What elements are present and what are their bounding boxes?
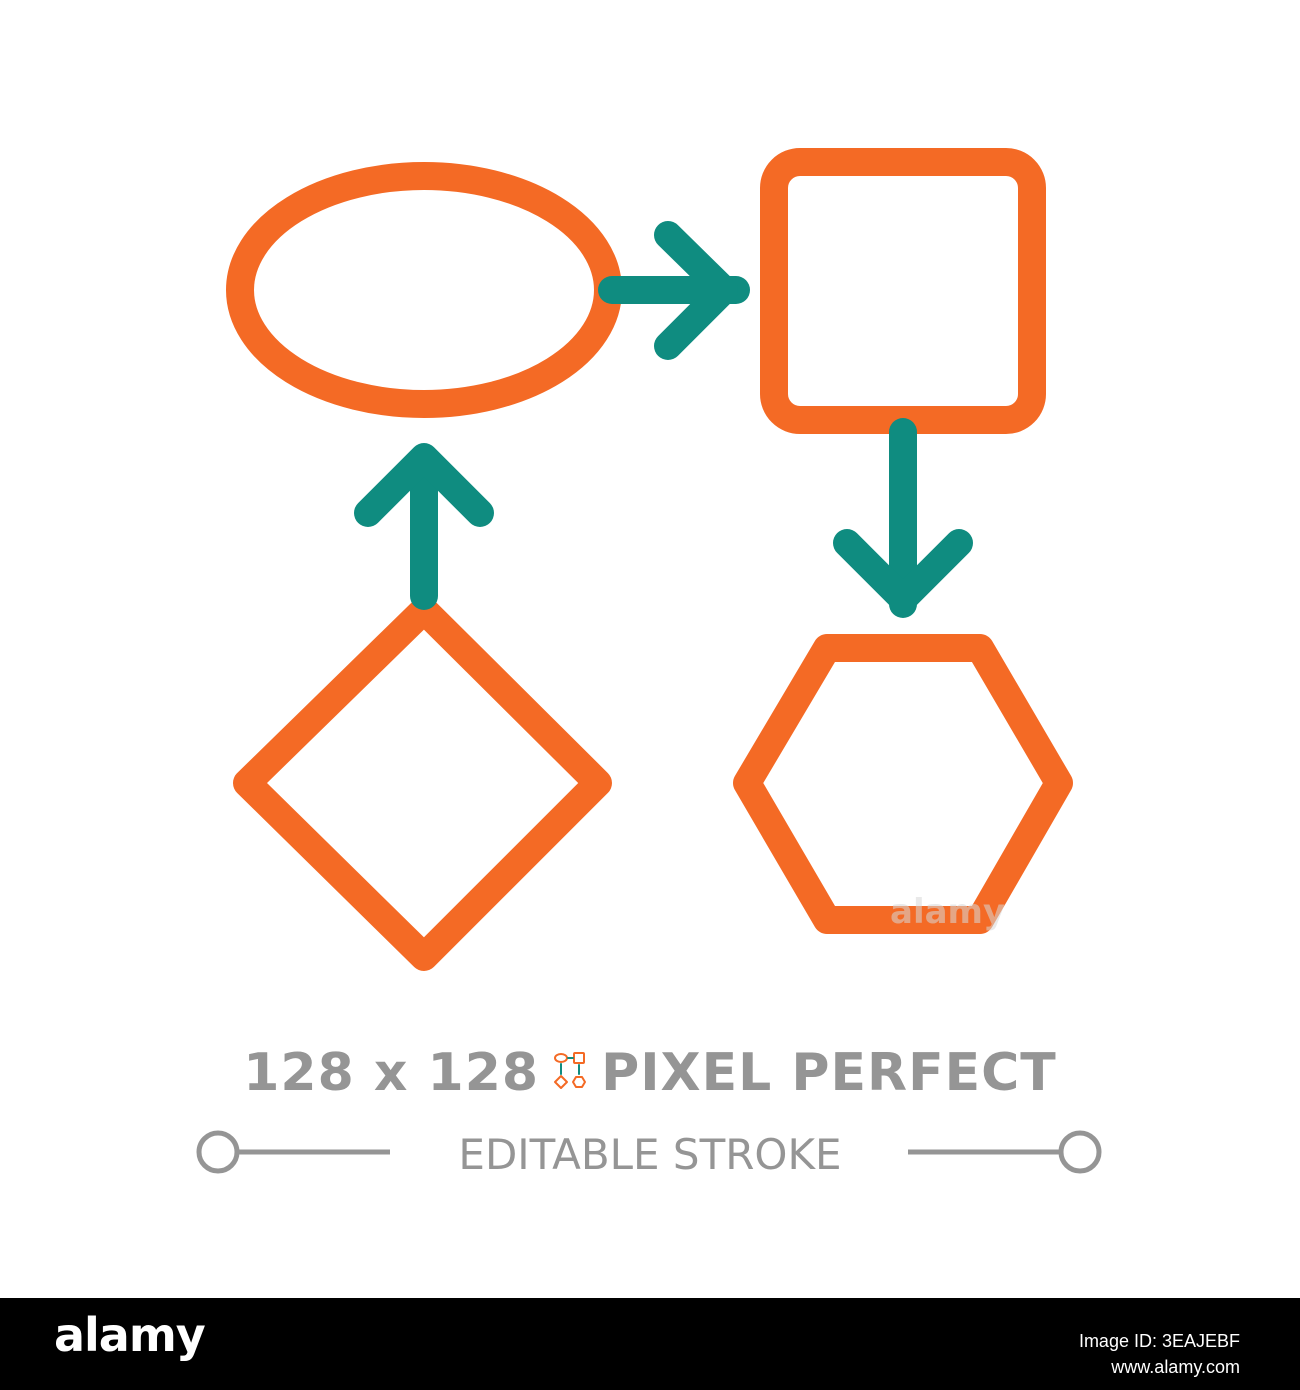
caption-pixel-perfect-label: PIXEL PERFECT: [601, 1043, 1057, 1103]
ellipse-node: [226, 162, 622, 418]
caption-editable-stroke: EDITABLE STROKE: [458, 1129, 842, 1179]
footer-bar: alamy Image ID: 3EAJEBF www.alamy.com: [0, 1298, 1300, 1390]
editable-stroke-right-icon: [908, 1130, 1102, 1174]
brand-logo: alamy: [54, 1308, 206, 1362]
flowchart-icon: [226, 148, 1073, 971]
diamond-node: [233, 596, 612, 971]
mini-flowchart-icon: [554, 1052, 587, 1089]
arrow-diamond-to-ellipse: [354, 443, 494, 610]
arrow-ellipse-to-square: [598, 221, 750, 360]
image-id: Image ID: 3EAJEBF: [1078, 1331, 1240, 1351]
image-reference: Image ID: 3EAJEBF www.alamy.com: [1079, 1328, 1240, 1380]
caption-size-label: 128 x 128: [243, 1043, 540, 1103]
watermark: alamy: [890, 892, 1006, 932]
site-url: www.alamy.com: [1111, 1357, 1240, 1377]
hexagon-node: [733, 634, 1073, 934]
editable-stroke-left-icon: [196, 1130, 390, 1174]
arrow-square-to-hexagon: [833, 418, 973, 618]
square-node: [760, 148, 1046, 434]
caption-pixel-perfect: 128 x 128 PIXEL PERFECT: [0, 1038, 1300, 1108]
